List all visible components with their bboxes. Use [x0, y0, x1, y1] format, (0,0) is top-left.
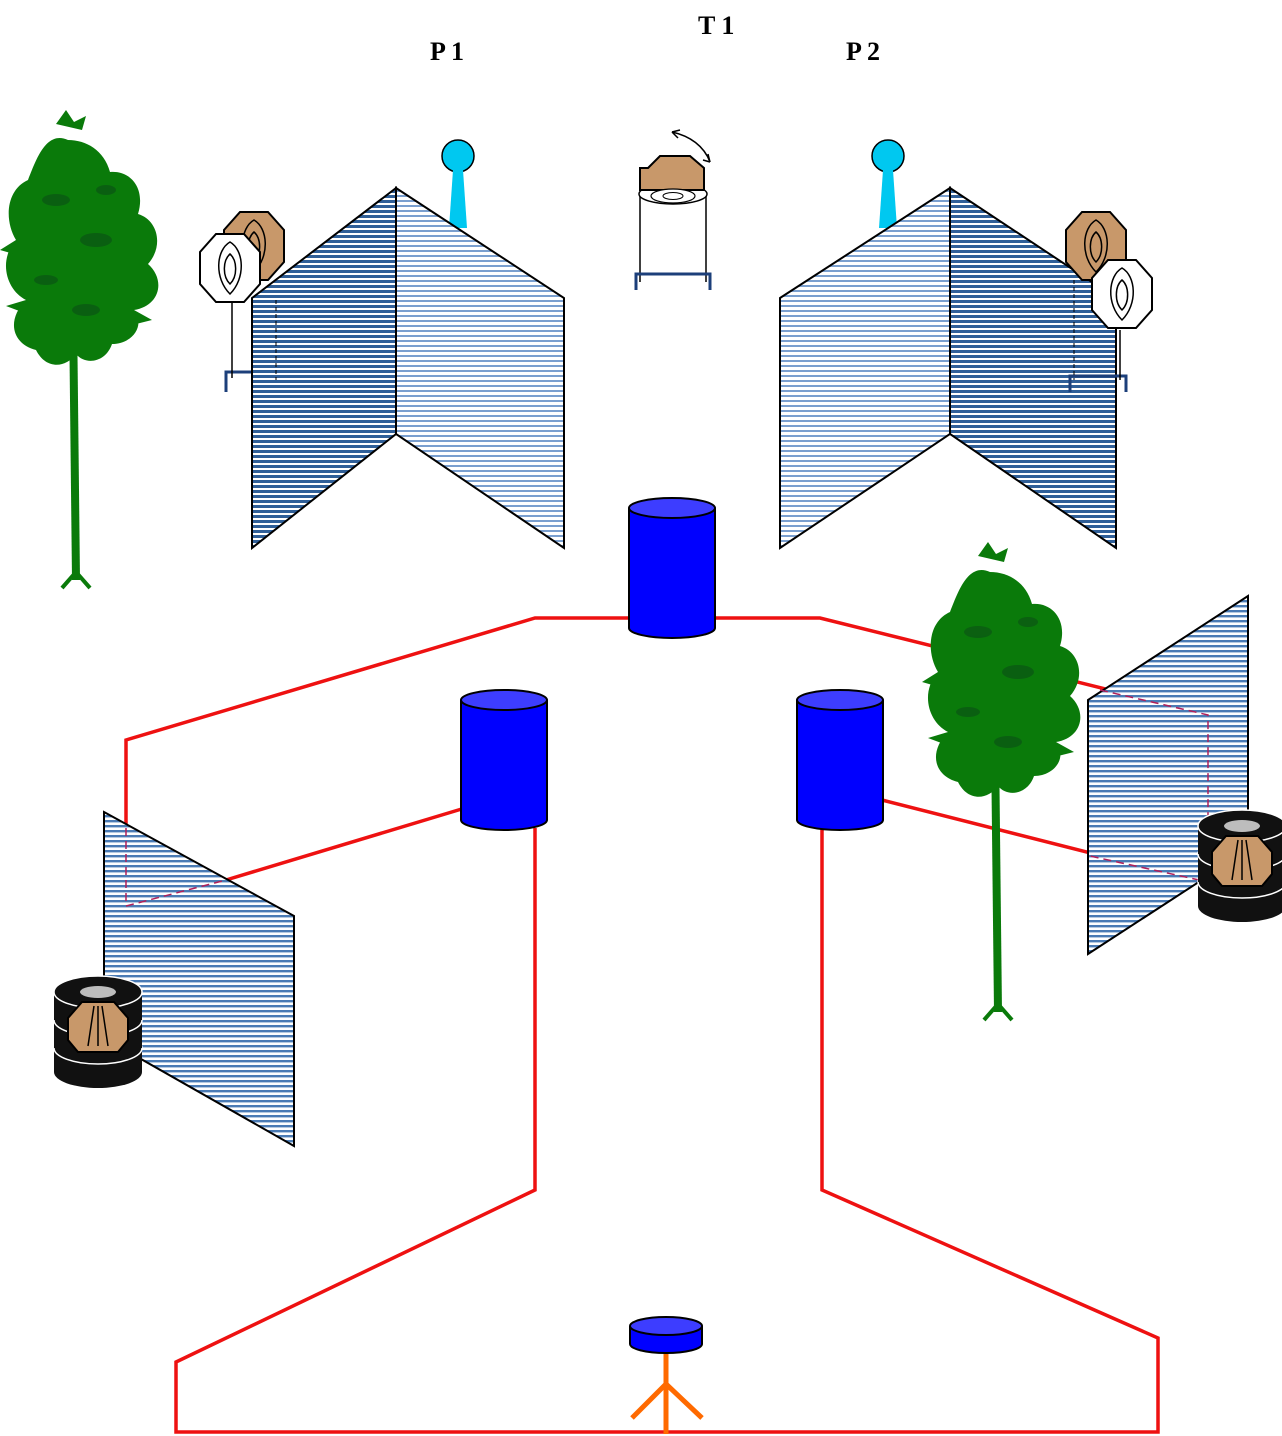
- tire-stack-icon: [1197, 809, 1282, 923]
- label-p1: P 1: [430, 37, 464, 66]
- tree-icon: [0, 110, 158, 588]
- popper-icon: [441, 139, 475, 229]
- start-stand-icon: [629, 1316, 704, 1434]
- barrel-icon: [796, 689, 884, 831]
- swinger-target-icon: [634, 129, 712, 290]
- barrel-icon: [460, 689, 548, 831]
- tree-icon: [922, 542, 1080, 1020]
- wall-panel-icon: [779, 186, 1117, 550]
- label-p2: P 2: [846, 37, 880, 66]
- no-shoot-target-icon: [1091, 259, 1153, 329]
- popper-icon: [871, 139, 905, 229]
- target-stand-right: [1068, 280, 1128, 392]
- wall-panel-icon: [251, 185, 565, 551]
- no-shoot-target-icon: [199, 233, 261, 303]
- wall-panel-icon: [103, 810, 295, 1148]
- tire-stack-icon: [53, 975, 143, 1089]
- label-t1: T 1: [698, 11, 734, 40]
- barrel-icon: [628, 497, 716, 639]
